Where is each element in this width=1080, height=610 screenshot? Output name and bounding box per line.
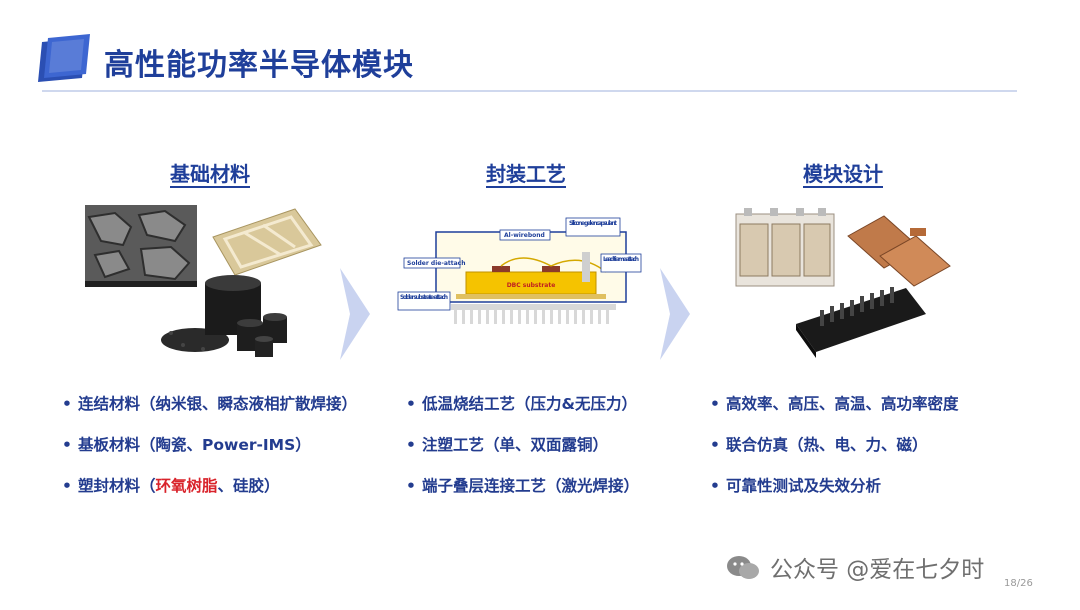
- list-item: 塑封材料（环氧树脂、硅胶）: [62, 476, 357, 496]
- heading-module-design: 模块设计: [803, 162, 883, 186]
- list-item: 低温烧结工艺（压力&无压力）: [406, 394, 639, 414]
- title-divider: [42, 90, 1017, 92]
- materials-images: [85, 205, 322, 357]
- page-title: 高性能功率半导体模块: [104, 48, 414, 83]
- copper-module-image: [847, 215, 951, 287]
- packaging-process-list: 低温烧结工艺（压力&无压力） 注塑工艺（单、双面露铜） 端子叠层连接工艺（激光焊…: [406, 394, 639, 517]
- list-item: 联合仿真（热、电、力、磁）: [710, 435, 959, 455]
- list-item: 高效率、高压、高温、高功率密度: [710, 394, 959, 414]
- list-item: 连结材料（纳米银、瞬态液相扩散焊接）: [62, 394, 357, 414]
- module-design-list: 高效率、高压、高温、高功率密度 联合仿真（热、电、力、磁） 可靠性测试及失效分析: [710, 394, 959, 517]
- list-item-prefix: 塑封材料（: [78, 477, 156, 495]
- highlight-text: 环氧树脂: [155, 477, 218, 495]
- wirebond-label: Al-wirebond: [504, 232, 545, 239]
- list-item: 基板材料（陶瓷、Power-IMS）: [62, 435, 357, 455]
- dbc-substrate-label: DBC substrate: [507, 282, 556, 289]
- list-item: 可靠性测试及失效分析: [710, 476, 959, 496]
- sem-micrograph-image: [85, 205, 197, 287]
- arrow-right-icon: [340, 268, 370, 360]
- molding-compound-image: [161, 275, 287, 357]
- basic-materials-list: 连结材料（纳米银、瞬态液相扩散焊接） 基板材料（陶瓷、Power-IMS） 塑封…: [62, 394, 357, 517]
- gel-label: Silicone gel encapsulant: [569, 220, 617, 227]
- wechat-icon: [727, 556, 759, 579]
- substrate-plate-image: [212, 208, 322, 276]
- heading-basic-materials: 基础材料: [170, 162, 250, 186]
- title-bar: 高性能功率半导体模块: [34, 34, 1017, 94]
- book-icon: [38, 34, 90, 82]
- list-item: 注塑工艺（单、双面露铜）: [406, 435, 639, 455]
- watermark-text: 公众号 @爱在七夕时: [770, 557, 985, 583]
- substrate-attach-label: Solder substrate-attach: [400, 294, 448, 301]
- list-item-suffix: 、硅胶）: [217, 477, 280, 495]
- package-cross-section-diagram: DBC substrate Al-wirebond Silicone gel e…: [397, 217, 642, 324]
- page-number: 18/26: [1004, 578, 1033, 589]
- arrow-right-icon: [660, 268, 690, 360]
- double-sided-module-image: [796, 287, 926, 358]
- module-images: [735, 208, 951, 358]
- power-module-image: [735, 208, 835, 287]
- die-attach-label: Solder die-attach: [407, 260, 466, 267]
- list-item: 端子叠层连接工艺（激光焊接）: [406, 476, 639, 496]
- heading-packaging-process: 封装工艺: [486, 162, 566, 186]
- lead-frame-label: Lead-frame attach: [603, 256, 639, 263]
